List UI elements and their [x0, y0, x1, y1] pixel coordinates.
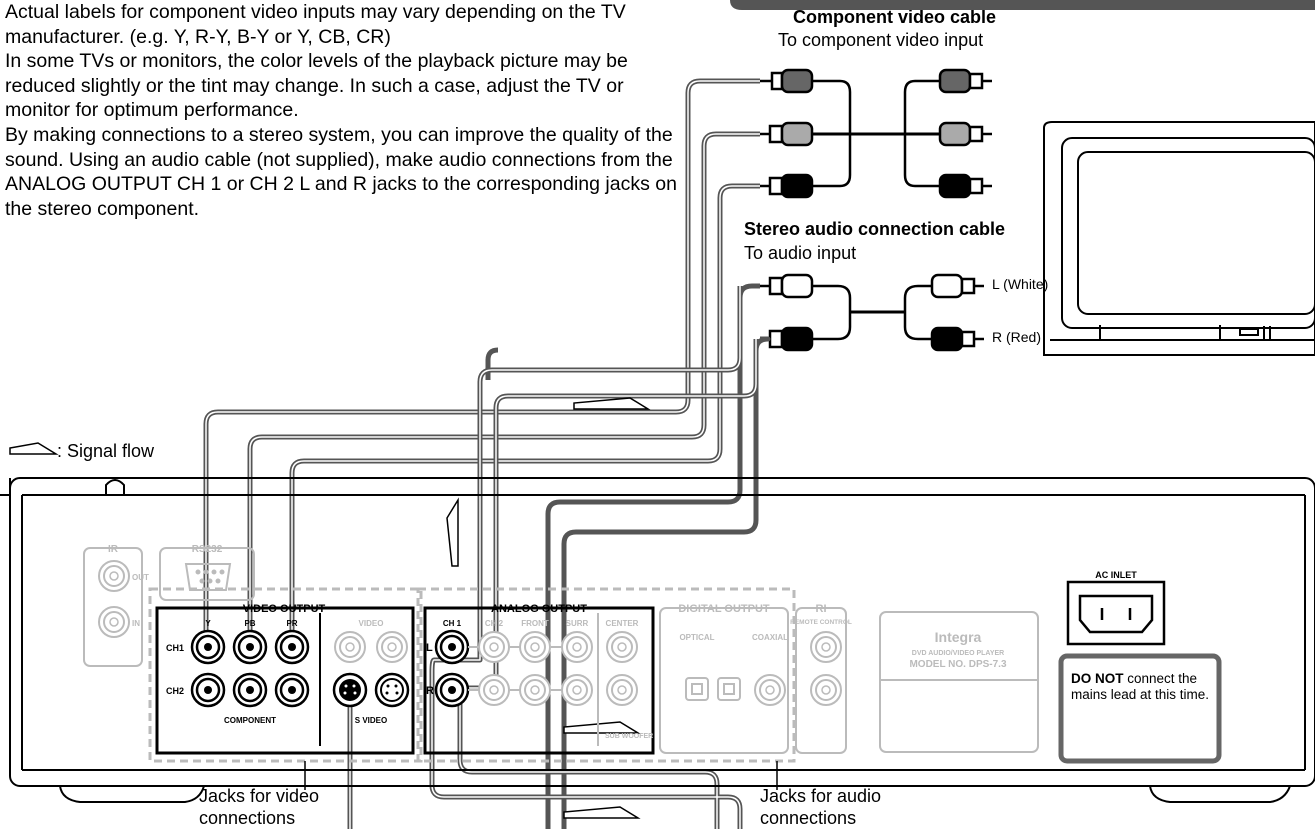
ir-in-label: IN: [132, 619, 140, 628]
signal-flow-arrows: [9, 397, 651, 819]
rear-panel: [0, 477, 1315, 803]
component-cable: [760, 68, 992, 199]
left-white-label: L (White): [992, 276, 1049, 292]
ch2-label: CH2: [166, 686, 184, 696]
pb-label: PB: [244, 619, 255, 628]
analog-output-label: ANALOG OUTPUT: [491, 603, 587, 615]
tv-icon: [1043, 121, 1315, 356]
analog-ch1-r-jack: [434, 672, 470, 708]
audio-cable-subtitle: To audio input: [744, 243, 857, 263]
model-number: MODEL NO. DPS-7.3: [909, 659, 1006, 670]
component-pr-ch1-jack: [274, 629, 310, 665]
optical-label: OPTICAL: [679, 633, 714, 642]
note-component-labels: Actual labels for component video inputs…: [5, 1, 626, 48]
video-jack-2: [376, 631, 408, 663]
sub-woofer-label: SUB WOOFER: [605, 733, 653, 740]
component-pb-ch1-jack: [232, 629, 268, 665]
s-video-jack-1: [332, 672, 368, 708]
header-bar: [730, 0, 1315, 10]
audio-jacks-caption-1: Jacks for audio: [760, 786, 882, 806]
rs232-label: RS232: [192, 544, 223, 555]
ir-section: [83, 547, 255, 667]
surr-label: SURR: [566, 619, 589, 628]
r-label: R: [426, 685, 434, 697]
signal-flow-legend: : Signal flow: [57, 441, 155, 461]
brand-logo: Integra: [935, 629, 982, 645]
center-label: CENTER: [606, 619, 639, 628]
component-cable-title: Component video cable: [793, 7, 997, 27]
component-pr-ch2-jack: [274, 672, 310, 708]
right-red-label: R (Red): [992, 329, 1042, 345]
analog-ch1-l-jack: [434, 629, 470, 665]
audio-jacks-outline: [416, 587, 796, 763]
ir-label: IR: [108, 544, 119, 555]
ir-out-label: OUT: [132, 573, 149, 582]
product-line-label: DVD AUDIO/VIDEO PLAYER: [912, 650, 1004, 657]
pr-label: PR: [286, 619, 297, 628]
front-label: FRONT: [521, 619, 549, 628]
analog-output-box: [423, 606, 655, 755]
video-output-box: [155, 606, 415, 755]
video-jacks-caption-1: Jacks for video: [199, 786, 320, 806]
component-y-ch2-jack: [190, 672, 226, 708]
remote-control-label: REMOTE CONTROL: [790, 619, 852, 626]
video-jacks-outline: [148, 587, 423, 763]
l-label: L: [426, 642, 433, 654]
video-jack-1: [334, 631, 366, 663]
stereo-audio-cable: [760, 273, 984, 352]
ac-inlet: [1066, 580, 1166, 646]
signal-wires: [203, 78, 771, 829]
note-stereo-system: By making connections to a stereo system…: [5, 123, 677, 220]
model-label-box: [879, 611, 1039, 753]
digital-output-label: DIGITAL OUTPUT: [678, 603, 770, 615]
component-cable-subtitle: To component video input: [778, 30, 984, 50]
analog-ch2-label: CH 2: [485, 619, 504, 628]
ch1-label: CH1: [166, 643, 184, 653]
audio-cable-title: Stereo audio connection cable: [744, 219, 1006, 239]
ac-inlet-label: AC INLET: [1095, 570, 1137, 580]
ri-label: RI: [816, 603, 827, 615]
component-y-ch1-jack: [190, 629, 226, 665]
analog-ch1-label: CH 1: [443, 619, 462, 628]
video-label: VIDEO: [359, 619, 384, 628]
digital-output-section: [659, 607, 847, 754]
component-pb-ch2-jack: [232, 672, 268, 708]
y-label: Y: [205, 619, 211, 628]
coaxial-label: COAXIAL: [752, 633, 788, 642]
s-video-label: S VIDEO: [355, 716, 387, 725]
warning-box: [1058, 653, 1222, 764]
audio-jacks-caption-2: connections: [760, 808, 857, 828]
s-video-jack-2: [374, 672, 410, 708]
video-jacks-caption-2: connections: [199, 808, 296, 828]
warning-text: DO NOT connect the mains lead at this ti…: [1071, 671, 1210, 702]
instruction-notes: Actual labels for component video inputs…: [5, 0, 685, 221]
component-label: COMPONENT: [224, 716, 276, 725]
video-output-label: VIDEO OUTPUT: [243, 603, 326, 615]
note-color-levels: In some TVs or monitors, the color level…: [5, 50, 628, 122]
